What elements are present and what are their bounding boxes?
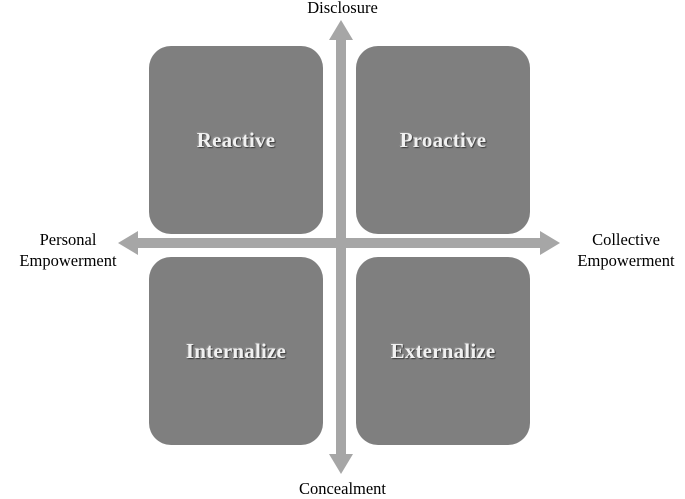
horizontal-axis-shaft bbox=[134, 238, 544, 248]
quadrant-label-externalize: Externalize bbox=[390, 338, 496, 363]
axis-label-disclosure: Disclosure bbox=[0, 0, 685, 18]
quadrant-reactive: Reactive bbox=[149, 46, 323, 234]
personal-empowerment-arrowhead bbox=[118, 231, 138, 255]
quadrant-internalize: Internalize bbox=[149, 257, 323, 445]
axis-label-empowerment-right: Empowerment bbox=[577, 251, 675, 270]
disclosure-arrowhead bbox=[329, 20, 353, 40]
quadrant-label-proactive: Proactive bbox=[399, 127, 487, 152]
axis-label-disclosure-text: Disclosure bbox=[307, 0, 378, 17]
axis-label-personal: Personal bbox=[39, 230, 97, 249]
axis-label-concealment: Concealment bbox=[0, 478, 685, 499]
concealment-arrowhead bbox=[329, 454, 353, 474]
axis-label-concealment-text: Concealment bbox=[298, 479, 387, 498]
quadrant-proactive: Proactive bbox=[356, 46, 530, 234]
axis-label-collective: Collective bbox=[592, 230, 660, 249]
quadrant-label-internalize: Internalize bbox=[185, 338, 287, 363]
quadrant-label-reactive: Reactive bbox=[196, 127, 276, 152]
quadrant-externalize: Externalize bbox=[356, 257, 530, 445]
collective-empowerment-arrowhead bbox=[540, 231, 560, 255]
axis-label-empowerment-left: Empowerment bbox=[19, 251, 117, 270]
axis-label-collective-empowerment: Collective Empowerment bbox=[567, 229, 685, 271]
axis-label-personal-empowerment: Personal Empowerment bbox=[3, 229, 133, 271]
